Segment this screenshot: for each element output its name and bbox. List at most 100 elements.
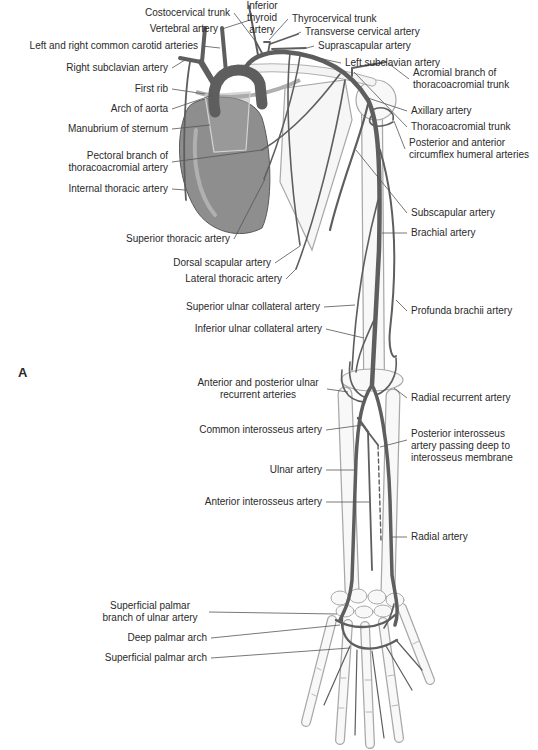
arteries [180,6,422,738]
artery-label: Common interosseus artery [199,424,322,436]
arteries-part-part [324,646,350,705]
leader-lines-part [275,246,300,263]
artery-label: Posterior interosseus artery passing dee… [411,428,529,464]
artery-label: Anterior interosseus artery [205,496,322,508]
artery-label: Thoracoacromial trunk [411,121,510,133]
arteries-part [370,114,393,126]
leader-lines-part [202,46,220,48]
leader-lines-part [394,388,407,398]
hand-bones [306,589,430,744]
hand-bones-part-part [355,606,373,618]
heart [179,92,269,234]
arteries-part-part [396,640,422,670]
arteries-part [264,42,270,53]
leader-lines-part [382,233,407,234]
leader-lines-part [356,150,407,213]
arteries-part [264,56,300,179]
leader-lines [172,13,409,658]
leader-lines-part [380,440,407,447]
arteries-part [342,618,397,649]
leader-lines-part [172,95,213,109]
figure-letter: A [18,366,27,380]
arteries-part [340,385,372,620]
hand-bones-part-part [312,694,316,696]
hand-bones-part-part [306,620,332,722]
arteries-part-part [372,651,384,738]
leader-lines-part [172,150,262,162]
artery-label: Thyrocervical trunk [292,13,376,25]
leader-lines-part [222,20,250,29]
hand-bones-part-part [374,605,392,617]
leader-lines-part [324,305,355,307]
arteries-part-part [355,650,357,735]
leader-lines-part [326,502,369,503]
arteries-part [368,432,372,570]
artery-label: Radial recurrent artery [411,392,510,404]
leader-lines-part [234,179,265,239]
hand-bones-part-part [388,675,394,676]
humerus-bone-part [356,80,396,120]
hand-bones-part-part [340,624,348,740]
hand-bones-part [306,608,430,744]
leader-lines-part [368,98,407,111]
leader-lines-part [172,60,185,68]
arteries-part [222,28,226,72]
arteries-part [272,48,306,49]
artery-label: Profunda brachii artery [411,305,512,317]
artery-label: Right subclavian artery [66,62,168,74]
arteries-part [350,362,366,398]
artery-label: Manubrium of sternum [68,123,168,135]
hand-bones-part-part [366,712,372,713]
arteries-part [288,53,300,245]
leader-lines-part [286,268,297,279]
leader-lines-part [354,72,407,127]
arteries-part [368,432,378,445]
artery-label: Suprascapular artery [318,40,411,52]
arteries-part [262,74,340,150]
hand-bones-part-part [402,608,430,680]
artery-label: Inferior thyroid artery [237,0,287,36]
leader-lines-part [326,470,355,471]
hand-bones-part-part [365,626,370,744]
artery-label: Superior thoracic artery [126,233,230,245]
arteries-part [201,62,213,82]
artery-label: Lateral thoracic artery [185,273,282,285]
artery-label: Radial artery [411,531,468,543]
hand-bones-part-part [306,620,332,722]
leader-lines-part [391,537,407,538]
leader-lines-part [211,648,350,658]
arteries-part [244,52,380,385]
arteries-part [372,385,397,625]
leader-lines-part [209,612,337,614]
leader-lines-part [307,46,314,48]
artery-label: Dorsal scapular artery [173,257,271,269]
arteries-part [256,42,263,55]
leader-lines-part [300,54,341,63]
artery-label: Superficial palmar branch of ulnar arter… [94,600,206,624]
artery-label: Axillary artery [411,105,472,117]
artery-label: Costocervical trunk [145,7,230,19]
arteries-part [376,358,396,395]
artery-label: Deep palmar arch [128,632,207,644]
leader-lines-part [297,32,301,34]
artery-label: Superior ulnar collateral artery [186,301,320,313]
leader-lines-part [326,425,363,430]
hand-bones-part-part [317,668,321,670]
hand-bones-part-part [340,624,348,740]
arteries-part [184,62,190,200]
leader-lines-part [326,329,364,338]
artery-label: Pectoral branch of thoracoacromial arter… [56,150,168,174]
hand-bones-part [312,641,419,712]
arteries-part [356,320,374,372]
arteries-part [380,150,396,357]
arteries-part [384,604,394,628]
arteries-part [214,70,262,112]
leader-lines-part [394,121,405,149]
artery-label: Internal thoracic artery [69,183,169,195]
hand-bones-part-part [402,608,430,680]
leader-lines-part [211,625,340,638]
artery-label: Brachial artery [411,227,475,239]
leader-lines-part [172,89,205,94]
hand-bones-part-part [338,708,344,709]
